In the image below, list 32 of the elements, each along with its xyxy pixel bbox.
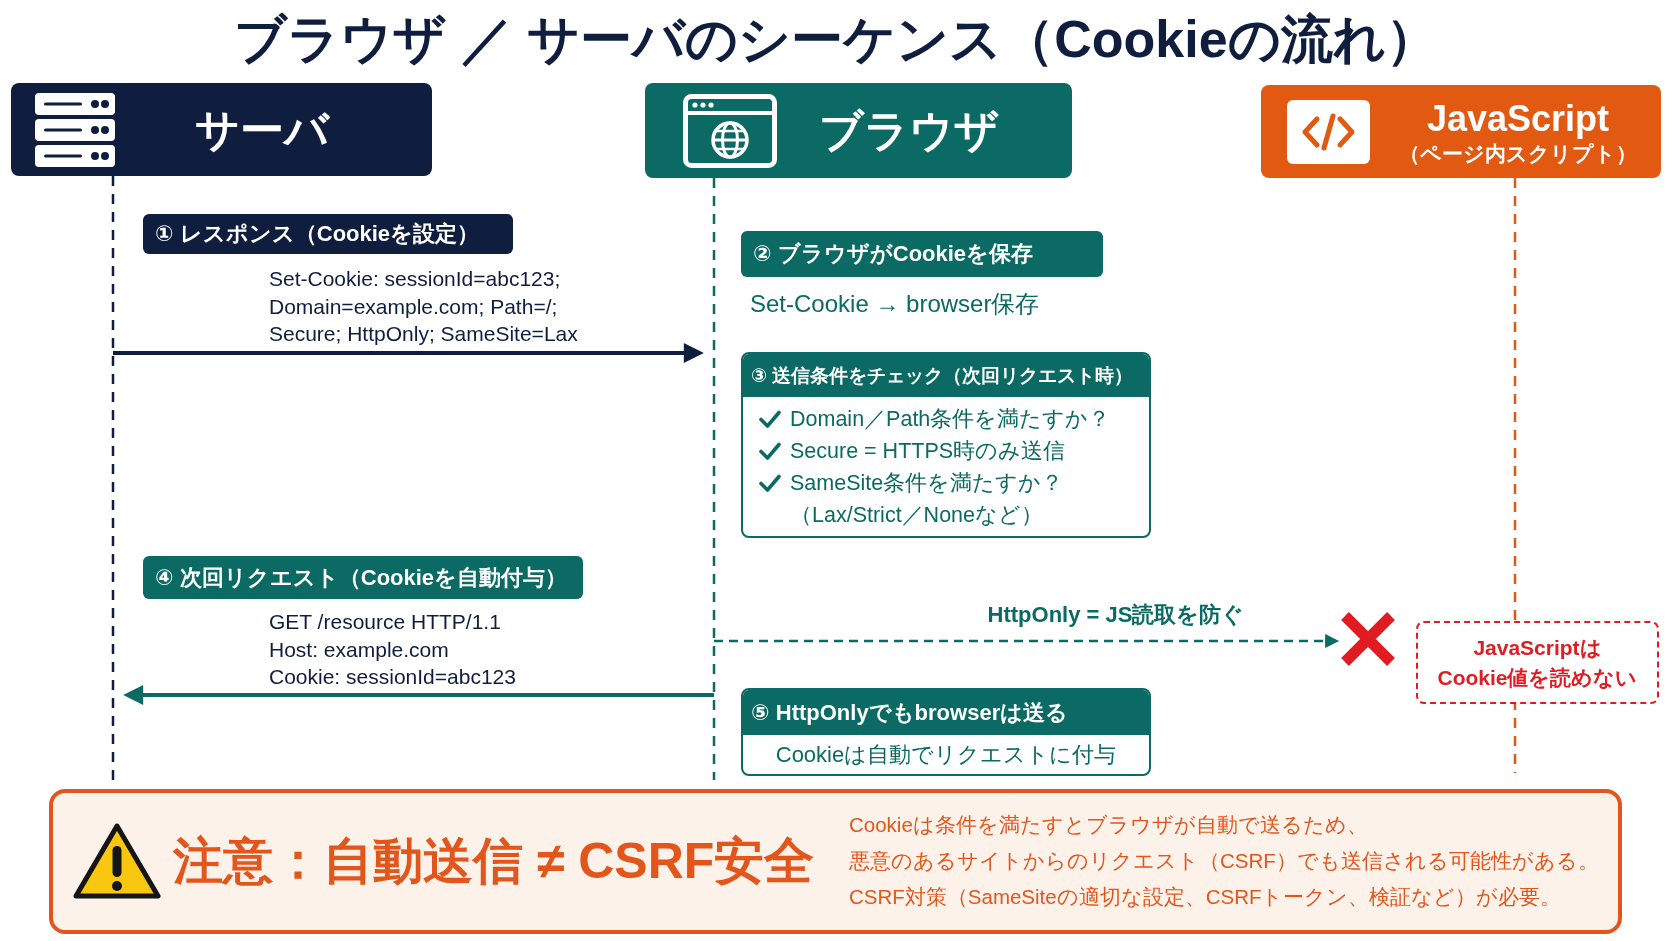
participant-header (1261, 85, 1661, 178)
dashed-arrow (714, 634, 1340, 648)
warning-text: Cookieは条件を満たすとブラウザが自動で送るため、悪意のあるサイトからのリクエスト（CSRF）でも送信される可能性がある。 (849, 812, 1599, 874)
note-heading: ⑤ HttpOnlyでもbrowserは送る (743, 690, 1149, 735)
warning-heading: 注意：自動送信 ≠ CSRF安全 (173, 832, 815, 891)
step-tag: ④ 次回リクエスト（Cookieを自動付与） (143, 556, 583, 599)
note-text: Cookieは自動でリクエストに付与 (775, 741, 1117, 769)
lifeline (111, 176, 115, 780)
participant-header (645, 83, 1072, 178)
check-item: Domain／Path条件を満たすか？ (790, 406, 1111, 433)
title: ブラウザ ／ サーバのシーケンス（Cookieの流れ） (234, 9, 1438, 70)
header-title: ブラウザ (818, 104, 999, 157)
warning-banner (49, 789, 1622, 934)
warning-text: CSRF対策（SameSiteの適切な設定、CSRFトークン、検証など）が必要。 (849, 884, 1562, 910)
note-box (741, 352, 1151, 538)
lifeline (712, 178, 716, 780)
note-heading: ③ 送信条件をチェック（次回リクエスト時） (743, 354, 1149, 397)
note-box (741, 688, 1151, 776)
header-title: JavaScript (1426, 96, 1610, 141)
participant-header (11, 83, 432, 176)
step-tag: ① レスポンス（Cookieを設定） (143, 214, 513, 254)
edge-label: HttpOnly = JS読取を防ぐ (987, 600, 1245, 630)
check-item: Secure = HTTPS時のみ送信 (790, 438, 1066, 465)
check-item: SameSite条件を満たすか？（Lax/Strict／Noneなど） (790, 470, 1065, 529)
cross-mark (1340, 611, 1396, 667)
arrow (123, 685, 714, 705)
step-tag: ② ブラウザがCookieを保存 (741, 231, 1103, 277)
dashed-note: JavaScriptはCookie値を読めない (1416, 621, 1659, 704)
arrow (113, 343, 704, 363)
caption-text: Set-Cookie → browser保存 (750, 289, 1040, 319)
header-subtitle: （ページ内スクリプト） (1399, 140, 1637, 167)
header-title: サーバ (194, 103, 329, 156)
